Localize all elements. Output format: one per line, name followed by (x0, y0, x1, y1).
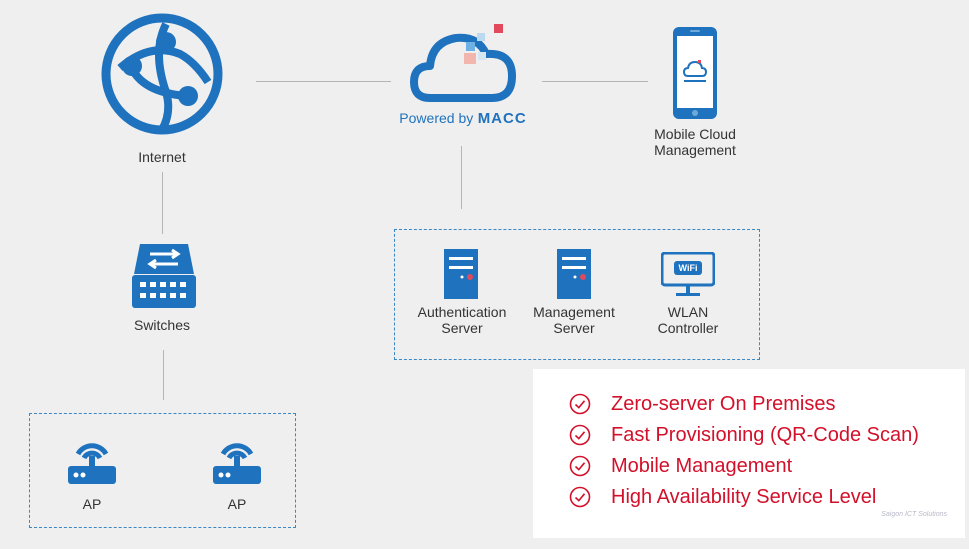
ap1-label: AP (82, 496, 102, 512)
server-icon (444, 249, 478, 299)
connector-internet-cloud (256, 81, 391, 82)
watermark: Saigon ICT Solutions (881, 511, 947, 518)
check-circle-icon (569, 486, 591, 508)
wifi-screen-text: WiFi (678, 263, 698, 273)
mobile-node (672, 26, 718, 120)
feature-item: Zero-server On Premises (569, 391, 836, 417)
wlan-label-line1: WLAN (667, 304, 709, 320)
server-group-box (394, 229, 760, 360)
connector-cloud-mobile (542, 81, 648, 82)
connector-internet-switches (162, 172, 163, 234)
connector-switches-ap (163, 350, 164, 400)
ap2-label: AP (227, 496, 247, 512)
access-point-icon (68, 443, 116, 484)
auth-server-label-line1: Authentication (417, 304, 507, 320)
connector-cloud-servers (461, 146, 462, 209)
server-icon (557, 249, 591, 299)
auth-server-label-line2: Server (441, 320, 483, 336)
feature-text: High Availability Service Level (611, 485, 877, 508)
mobile-label-line2: Management (654, 142, 736, 158)
powered-by-text: Powered by (399, 110, 474, 126)
ap1-node (68, 434, 116, 486)
switches-label: Switches (133, 317, 191, 333)
feature-item: Fast Provisioning (QR-Code Scan) (569, 422, 919, 448)
auth-server-node (444, 249, 478, 299)
internet-label: Internet (138, 149, 186, 165)
mgmt-server-label-line2: Server (553, 320, 595, 336)
smartphone-icon (673, 27, 717, 119)
mgmt-server-node (557, 249, 591, 299)
feature-text: Fast Provisioning (QR-Code Scan) (611, 423, 919, 446)
globe-icon (101, 13, 223, 135)
cloud-icon (410, 24, 516, 102)
feature-panel: Zero-server On Premises Fast Provisionin… (533, 369, 965, 538)
cloud-node (408, 22, 518, 106)
feature-item: High Availability Service Level (569, 484, 876, 510)
internet-node (100, 12, 224, 136)
access-point-icon (213, 443, 261, 484)
feature-text: Zero-server On Premises (611, 392, 836, 415)
macc-brand: MACC (477, 110, 527, 127)
wifi-monitor-icon (660, 251, 716, 296)
switch-node (132, 242, 196, 308)
mobile-label-line1: Mobile Cloud (654, 126, 736, 142)
ap2-node (213, 434, 261, 486)
ap-group-box (29, 413, 296, 528)
feature-text: Mobile Management (611, 454, 793, 477)
powered-by-macc: Powered by MACC (388, 110, 538, 130)
switch-icon (132, 244, 196, 308)
mgmt-server-label-line1: Management (533, 304, 615, 320)
wlan-label-line2: Controller (657, 320, 719, 336)
check-circle-icon (569, 455, 591, 477)
check-circle-icon (569, 424, 591, 446)
feature-item: Mobile Management (569, 453, 792, 479)
wlan-controller-node: WiFi (660, 251, 716, 298)
check-circle-icon (569, 393, 591, 415)
